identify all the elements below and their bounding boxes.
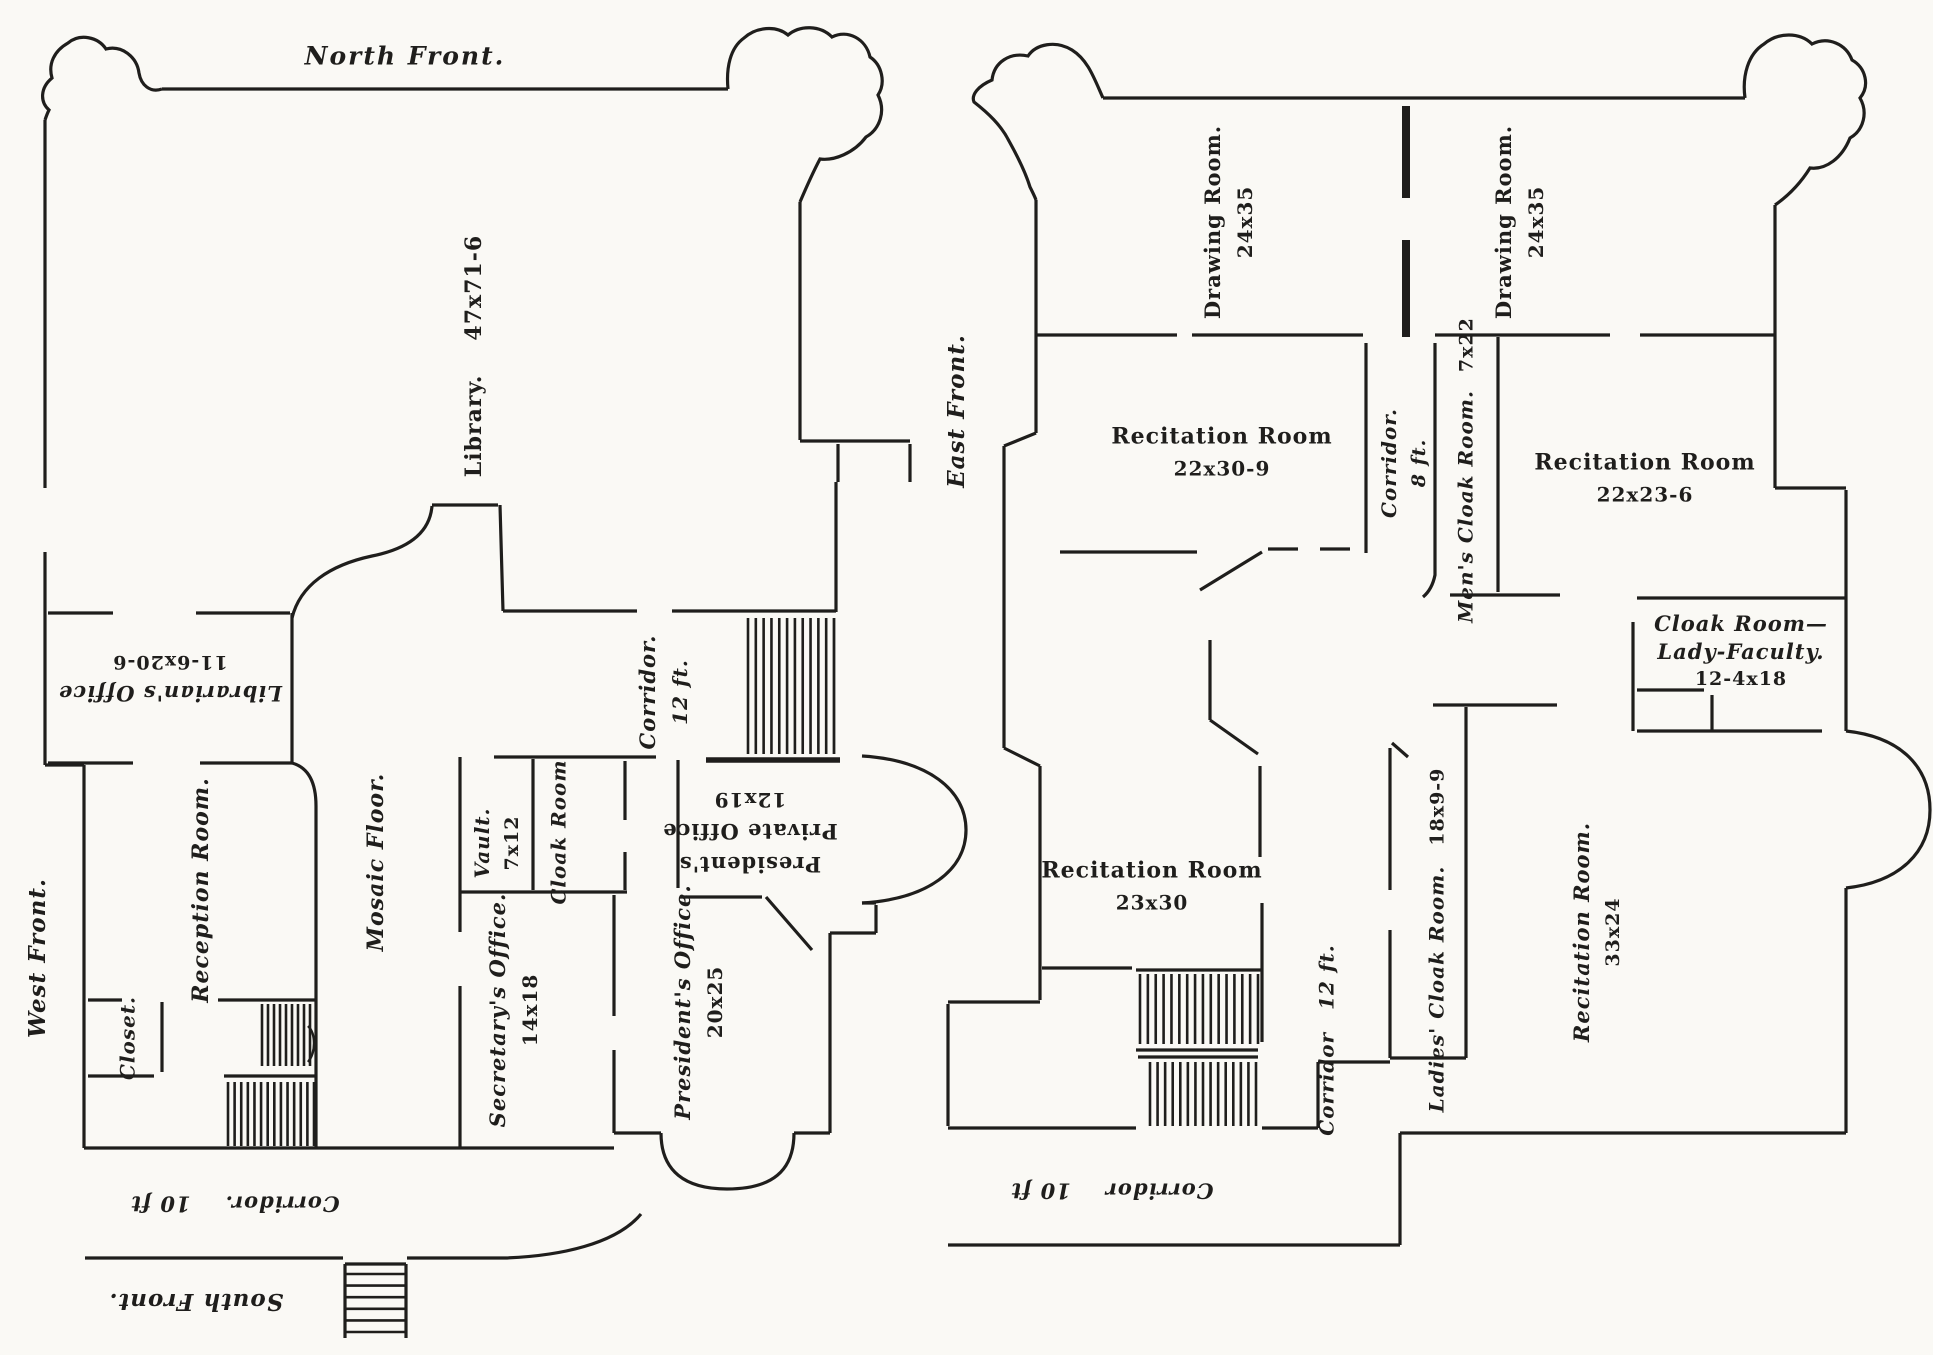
walls-cloak-lady-faculty (1631, 596, 1846, 733)
stairs-east-hatch (746, 618, 836, 754)
stairs-reception-rails (218, 998, 316, 1078)
room-label-vault: Vault. 7x12 (469, 807, 523, 879)
wall-west-right (946, 200, 1042, 1126)
wall-reception-east (291, 761, 318, 1148)
room-label-corridor-10-left: Corridor.10 ft (130, 1191, 340, 1217)
room-label-corridor-10-right: Corridor10 ft (1010, 1178, 1214, 1204)
stairs-reception-upper-hatch (260, 1004, 312, 1066)
wall-east-notch (800, 439, 912, 482)
stairs-right-rails (1136, 968, 1262, 1059)
bow-window-south (614, 1131, 830, 1191)
exterior-stair-hatch (346, 1272, 405, 1334)
bay-window-east (861, 754, 968, 905)
room-label-cloak-room-left: Cloak Room (546, 759, 571, 905)
exterior-stair-box (343, 1262, 408, 1338)
room-label-recitation-3: Recitation Room 23x30 (1041, 857, 1263, 915)
stairs-right-upper-hatch (1138, 974, 1260, 1044)
wall-corridor10-right-bottom (948, 1131, 1846, 1247)
label-north-front: North Front. (304, 41, 506, 71)
room-label-recitation-4: Recitation Room. 33x24 (1569, 821, 1624, 1043)
walls-presidents-private (676, 760, 814, 952)
room-label-cloak-lady-faculty: Cloak Room— Lady-Faculty. 12-4x18 (1654, 610, 1828, 690)
room-label-presidents-office: President's Office. 20x25 (670, 884, 727, 1120)
label-west-front: West Front. (24, 878, 52, 1038)
wall-corridor10-right-top (948, 1060, 1390, 1130)
tower-northeast-icon (725, 26, 884, 203)
room-label-corridor-12-left: Corridor. 12 ft. (635, 634, 692, 750)
room-label-recitation-1: Recitation Room 22x30-9 (1111, 423, 1333, 481)
room-label-presidents-private-office: President's Private Office 12x19 (662, 787, 838, 878)
room-label-recitation-2: Recitation Room 22x23-6 (1534, 449, 1756, 507)
room-label-corridor-8: Corridor. 8 ft. (1376, 408, 1430, 518)
room-label-drawing-room-2: Drawing Room. 24x35 (1491, 124, 1548, 320)
bay-window-right (1845, 729, 1932, 890)
tower-northeast-right-icon (1742, 33, 1868, 207)
walls-librarians-office (48, 611, 294, 765)
walls-vault-cloak (458, 755, 656, 894)
wall-east-right (1773, 205, 1848, 731)
label-east-front: East Front. (943, 334, 971, 488)
wall-mens-cloak-west (1421, 343, 1437, 599)
room-label-ladies-cloak: Ladies' Cloak Room.18x9-9 (1424, 767, 1449, 1113)
tower-northwest-icon (41, 35, 163, 121)
wall-south-front (85, 1212, 643, 1260)
bay-window-step (830, 901, 878, 935)
stairs-right-lower-hatch (1148, 1062, 1258, 1126)
room-label-librarians-office: Librarian's Office 11-6x20-6 (57, 651, 283, 706)
wall-hall-throat-curve (290, 503, 505, 619)
room-label-secretarys-office: Secretary's Office. 14x18 (485, 892, 542, 1128)
label-south-front: South Front. (108, 1287, 284, 1315)
room-label-closet: Closet. (115, 995, 140, 1081)
tower-northwest-right-icon (971, 42, 1105, 201)
walls-recitation3 (1042, 640, 1264, 1042)
room-label-corridor-12-right: Corridor12 ft. (1314, 944, 1339, 1136)
wall-recitation1-south (1060, 547, 1350, 592)
room-label-reception: Reception Room. (187, 777, 214, 1003)
walls-ladies-cloak (1388, 707, 1468, 1060)
wall-west-front (43, 120, 86, 1148)
room-label-mosaic-floor: Mosaic Floor. (362, 772, 389, 952)
room-label-library: Library.47x71-6 (460, 234, 487, 478)
room-label-mens-cloak: Men's Cloak Room.7x22 (1453, 317, 1478, 623)
room-label-drawing-room-1: Drawing Room. 24x35 (1200, 124, 1257, 320)
stairs-reception-lower-hatch (226, 1082, 316, 1146)
walls-closet (88, 998, 164, 1078)
